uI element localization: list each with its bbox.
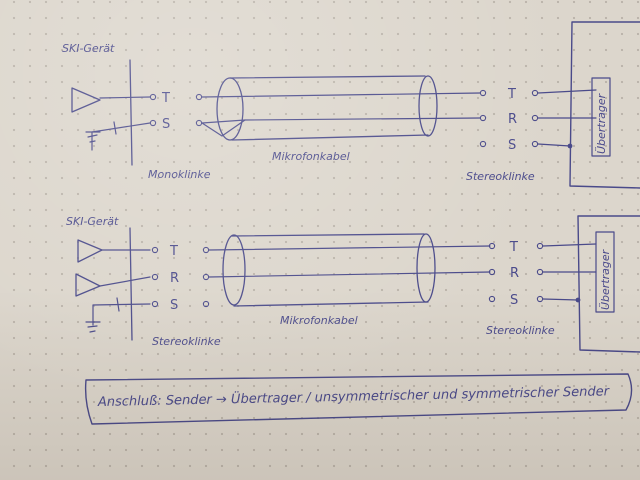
transformer-contact bbox=[536, 295, 544, 303]
stereo-contact bbox=[488, 268, 496, 276]
cable-contact bbox=[195, 93, 203, 101]
cable-contact bbox=[202, 273, 210, 281]
ground-wire-left bbox=[91, 122, 151, 151]
stereo-contact bbox=[479, 89, 487, 97]
pin-label: R bbox=[508, 112, 517, 127]
left-plug-label: Stereoklinke bbox=[152, 335, 221, 348]
mic-cable-label: Mikrofonkabel bbox=[272, 150, 350, 163]
ring-wire-left bbox=[99, 276, 151, 287]
ground-symbol bbox=[85, 131, 101, 143]
cable-outline bbox=[229, 75, 429, 141]
cable-contact bbox=[202, 300, 210, 308]
stereo-contact bbox=[488, 295, 496, 303]
resistor-mark bbox=[113, 121, 117, 135]
stereo-contact bbox=[488, 242, 496, 250]
transformer-contact bbox=[531, 140, 539, 148]
tip-wire-left bbox=[99, 96, 151, 99]
transformer-box bbox=[577, 215, 640, 353]
cable-end-right bbox=[416, 233, 436, 303]
mic-cable-label: Mikrofonkabel bbox=[280, 314, 358, 327]
transformer-label: Übertrager bbox=[595, 92, 608, 154]
pin-label: T bbox=[509, 240, 518, 255]
pin-label: R bbox=[510, 266, 519, 281]
transformer-contact bbox=[536, 268, 544, 276]
cable-wire-ring bbox=[208, 271, 491, 278]
pin-label: T bbox=[507, 87, 516, 102]
transformer-contact bbox=[536, 242, 544, 250]
cable-wire-tip bbox=[201, 92, 481, 98]
device-panel-line bbox=[129, 59, 133, 166]
jack-contact bbox=[149, 93, 157, 101]
diagram-1: SKI-Gerät T S Monoklinke Mikrofonkabel T… bbox=[62, 21, 640, 189]
cable-end-left bbox=[222, 234, 246, 306]
note-box bbox=[84, 373, 633, 425]
pin-label: S bbox=[170, 298, 178, 313]
transformer-symbol bbox=[591, 77, 611, 157]
cable-end-left bbox=[216, 77, 244, 141]
pin-label: R bbox=[170, 271, 179, 286]
jack-contact bbox=[151, 246, 159, 254]
amplifier-symbol-2 bbox=[75, 273, 101, 297]
transformer-wires bbox=[542, 243, 597, 301]
device-panel-line bbox=[129, 227, 133, 341]
pin-label: S bbox=[162, 117, 170, 132]
cable-shield-bridge bbox=[201, 119, 246, 137]
amplifier-symbol-1 bbox=[77, 239, 103, 263]
pin-label: S bbox=[508, 138, 516, 153]
transformer-symbol bbox=[595, 231, 615, 313]
jack-contact bbox=[149, 119, 157, 127]
mono-plug-label: Monoklinke bbox=[148, 168, 211, 181]
pin-label: S bbox=[510, 293, 518, 308]
cable-end-right bbox=[418, 75, 438, 137]
ground-symbol bbox=[85, 321, 101, 333]
ground-wire-left bbox=[92, 303, 151, 326]
transformer-wires bbox=[537, 89, 597, 147]
transformer-label: Übertrager bbox=[599, 248, 612, 310]
diagram-2: SKI-Gerät T R S Stereoklinke Mikrofonkab… bbox=[66, 215, 640, 353]
stereo-plug-label: Stereoklinke bbox=[466, 170, 535, 183]
stereo-contact bbox=[479, 114, 487, 122]
pin-label: T bbox=[169, 244, 178, 259]
cable-outline bbox=[231, 233, 429, 307]
right-plug-label: Stereoklinke bbox=[486, 324, 555, 337]
pin-label: T bbox=[161, 91, 170, 106]
cable-wire-tip bbox=[208, 245, 491, 251]
stereo-contact bbox=[479, 140, 487, 148]
cable-contact bbox=[202, 246, 210, 254]
resistor-mark bbox=[116, 297, 120, 312]
cable-contact bbox=[195, 119, 203, 127]
jack-contact bbox=[151, 273, 159, 281]
amplifier-symbol bbox=[71, 87, 101, 113]
transformer-contact bbox=[531, 114, 539, 122]
transformer-contact bbox=[531, 89, 539, 97]
device-label: SKI-Gerät bbox=[62, 42, 115, 55]
jack-contact bbox=[151, 300, 159, 308]
transformer-box bbox=[569, 21, 640, 189]
connection-note: Anschluß: Sender → Übertrager / unsymmet… bbox=[97, 382, 611, 410]
device-label: SKI-Gerät bbox=[66, 215, 119, 228]
